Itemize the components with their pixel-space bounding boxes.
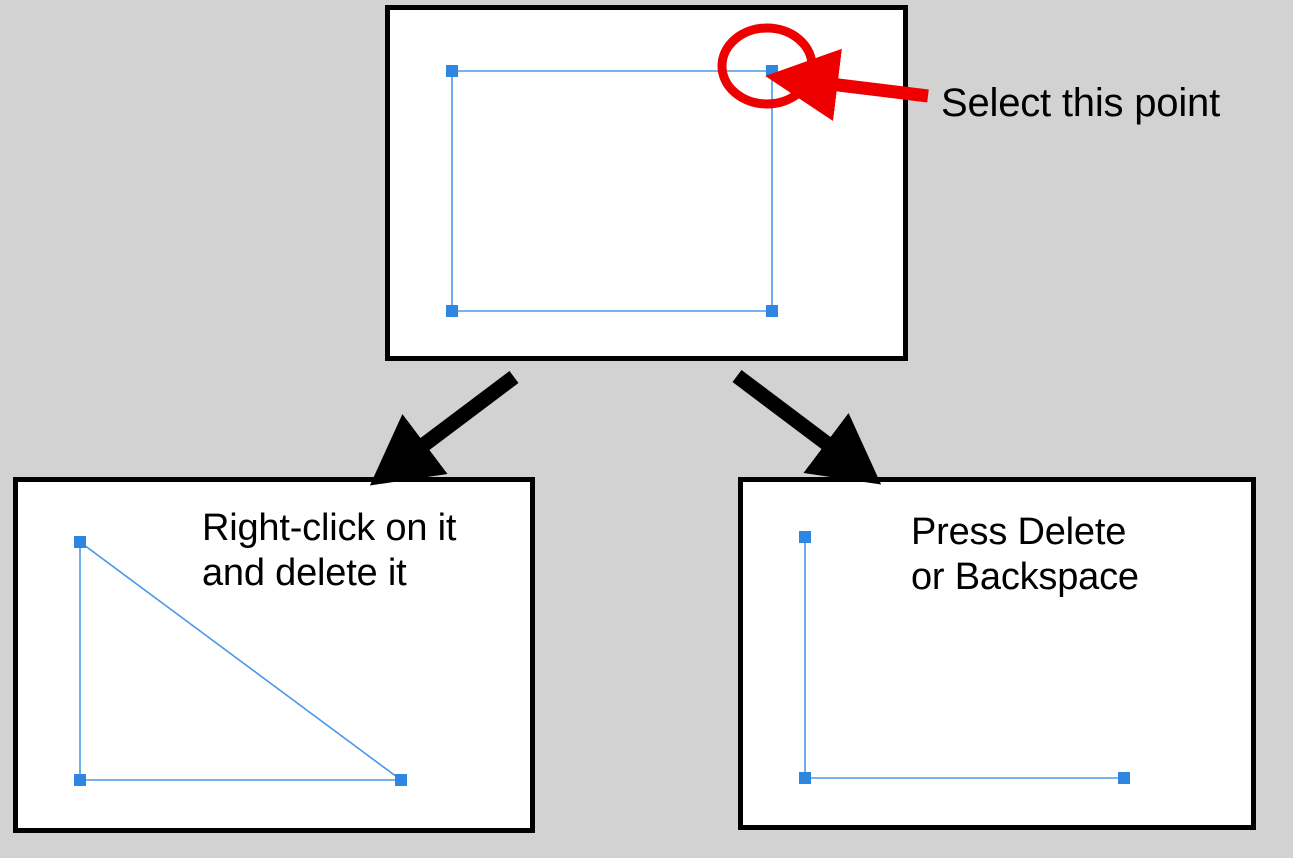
before-state-canvas xyxy=(446,65,778,317)
caption-press-delete: Press Delete or Backspace xyxy=(911,511,1139,598)
vertex-handle-top-right[interactable] xyxy=(766,65,778,77)
highlight-label: Select this point xyxy=(941,81,1220,125)
caption-right-click-delete: Right-click on it and delete it xyxy=(202,507,457,594)
shape-triangle-path xyxy=(79,540,404,781)
vertex-handle-top[interactable] xyxy=(799,531,811,543)
flow-arrow-right-icon xyxy=(732,370,882,485)
panel-after-delete-key[interactable] xyxy=(738,477,1256,830)
vertex-handle-bottom-right[interactable] xyxy=(395,774,407,786)
vertex-handle-bottom-left[interactable] xyxy=(74,774,86,786)
flow-arrow-left-icon xyxy=(369,371,519,486)
panel-after-right-click-delete[interactable] xyxy=(13,477,535,833)
vertex-handle-bottom-left[interactable] xyxy=(446,305,458,317)
vertex-handle-apex[interactable] xyxy=(74,536,86,548)
vertex-handle-top-left[interactable] xyxy=(446,65,458,77)
after-delete-key-canvas xyxy=(799,531,1130,784)
shape-rectangle-path xyxy=(451,70,773,312)
after-right-click-canvas xyxy=(74,536,407,786)
vertex-handle-bottom-right[interactable] xyxy=(766,305,778,317)
vertex-handle-right-end[interactable] xyxy=(1118,772,1130,784)
vertex-handle-corner[interactable] xyxy=(799,772,811,784)
panel-before-state[interactable] xyxy=(385,5,908,361)
